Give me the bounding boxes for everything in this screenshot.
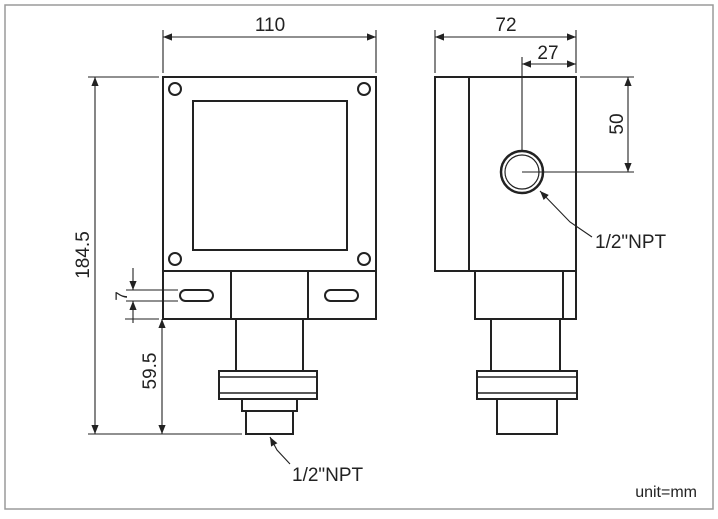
side-view: [434, 76, 578, 435]
dim-50-label: 50: [607, 113, 628, 134]
screw-top-left: [168, 82, 182, 96]
front-hex-nut: [218, 370, 318, 400]
leader-side-port: [539, 190, 593, 238]
dim-72-label: 72: [495, 15, 516, 36]
screw-top-right: [357, 82, 371, 96]
dim-59-label: 59.5: [140, 353, 161, 390]
front-collar: [241, 398, 298, 412]
unit-label: unit=mm: [635, 484, 697, 501]
front-housing: [162, 76, 377, 272]
bottom-port-label: 1/2"NPT: [292, 465, 364, 486]
outer-border: [4, 4, 714, 510]
leader-bottom-port: [269, 436, 291, 465]
side-hex-nut: [476, 370, 578, 400]
screw-bottom-right: [357, 252, 371, 266]
mounting-slot-right: [324, 289, 359, 302]
side-thread: [496, 398, 558, 435]
dimension-lines: [88, 30, 634, 465]
mounting-slot-left: [179, 289, 214, 302]
side-port-label: 1/2"NPT: [595, 232, 667, 253]
side-stem: [490, 318, 561, 372]
front-window: [192, 100, 348, 251]
mounting-bracket: [162, 270, 377, 320]
front-stem: [235, 318, 304, 372]
screw-bottom-left: [168, 252, 182, 266]
dim-27-label: 27: [537, 43, 558, 64]
side-bracket: [474, 270, 577, 320]
front-thread: [245, 410, 294, 435]
dim-184-label: 184.5: [73, 231, 94, 279]
front-view: [162, 76, 377, 435]
dim-7-label: 7: [112, 291, 131, 300]
dim-110-label: 110: [255, 15, 285, 36]
